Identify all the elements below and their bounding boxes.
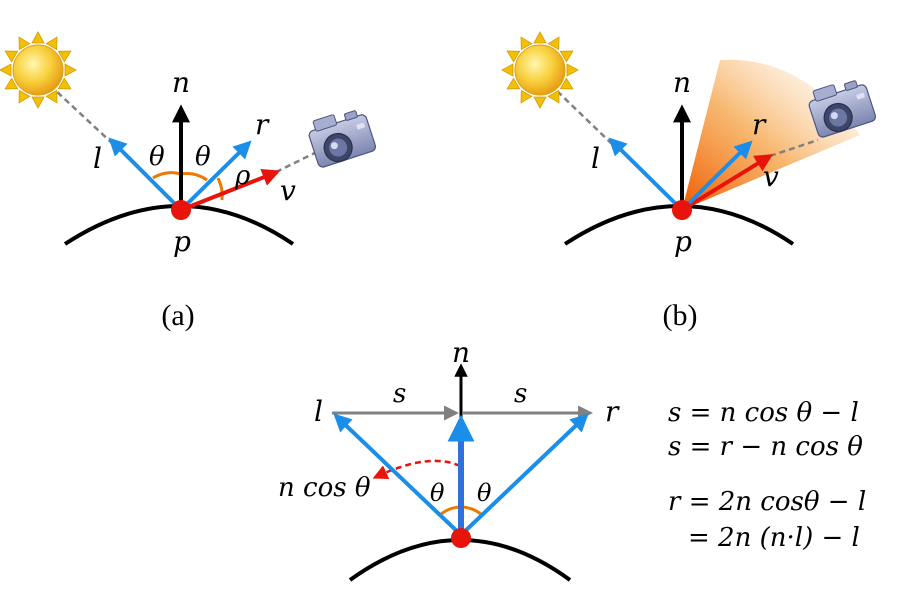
label-v-b: v [763, 160, 779, 193]
label-l-c: l [314, 395, 323, 428]
reflect-vector-a [179, 140, 252, 212]
sun-icon [0, 31, 77, 109]
label-r-c: r [605, 395, 620, 428]
label-l-b: l [591, 142, 600, 175]
view-vector-b [680, 154, 774, 212]
view-vector-a [180, 168, 281, 212]
label-theta-left-a: θ [149, 142, 165, 172]
label-r-b: r [752, 108, 767, 141]
light-vector-b [608, 137, 684, 212]
angle-arc-theta-left-c [439, 505, 462, 517]
label-n-c: n [452, 336, 470, 369]
label-n-a: n [172, 66, 190, 99]
equation-2: s = r − n cos θ [668, 432, 863, 462]
label-ncos-c: n cos θ [278, 473, 371, 503]
label-v-a: v [280, 174, 296, 207]
label-r-a: r [255, 108, 270, 141]
surface-point-c [451, 528, 471, 548]
caption-a: (a) [161, 299, 194, 332]
label-theta-right-c: θ [477, 479, 492, 507]
equation-1: s = n cos θ − l [668, 398, 859, 428]
label-l-a: l [93, 142, 102, 175]
equation-3: r = 2n cosθ − l [668, 487, 866, 517]
label-s-right-c: s [514, 379, 527, 409]
label-theta-right-a: θ [195, 142, 211, 172]
label-p-b: p [674, 225, 692, 258]
panel-b: n l r v p (b) [501, 31, 878, 332]
light-dashed-line-a [54, 89, 114, 145]
light-vector-a [108, 137, 183, 212]
surface-point-a [171, 200, 191, 220]
label-rho-a: ρ [234, 161, 251, 191]
light-dashed-line-b [555, 89, 613, 145]
camera-icon [304, 104, 378, 169]
panel-a: n l r v p θ θ ρ (a) [0, 31, 378, 332]
equation-4: = 2n (n·l) − l [688, 523, 860, 553]
caption-b: (b) [663, 299, 698, 332]
projection-arc [372, 459, 461, 480]
angle-arc-theta-right-a [180, 172, 208, 182]
light-vector-c [333, 413, 463, 537]
angle-arc-rho-a [216, 177, 224, 201]
angle-arc-theta-left-a [152, 171, 182, 180]
label-theta-left-c: θ [430, 479, 445, 507]
label-s-left-c: s [393, 379, 406, 409]
surface-point-b [672, 200, 692, 220]
sun-icon [501, 31, 579, 109]
equations: s = n cos θ − l s = r − n cos θ r = 2n c… [668, 398, 866, 553]
panel-c: n l r s s n cos θ θ θ [278, 336, 620, 582]
reflect-vector-c [459, 413, 589, 537]
view-dashed-line-b [769, 138, 819, 158]
label-n-b: n [673, 66, 691, 99]
label-p-a: p [173, 225, 191, 258]
reflect-vector-b [680, 140, 753, 212]
